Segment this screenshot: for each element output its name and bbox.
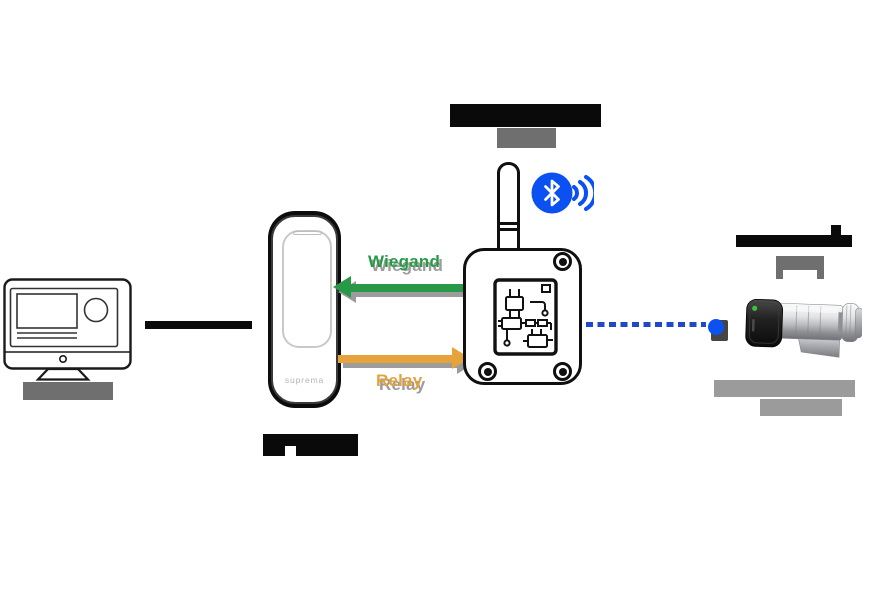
monitor-screen xyxy=(9,287,119,348)
arrow-shaft xyxy=(338,355,452,363)
lock-title-redacted xyxy=(736,235,852,247)
lock-caption-line1-redacted xyxy=(714,380,855,397)
screw-dot xyxy=(558,257,567,266)
wiegand-arrow xyxy=(333,276,463,299)
reader-led-slot xyxy=(293,231,322,235)
lock-caption-line2-redacted xyxy=(760,399,842,416)
barrel-grooves xyxy=(795,305,822,338)
suprema-logo: suprema xyxy=(284,375,325,385)
screw-icon-bottom-left xyxy=(478,362,497,381)
bluetooth-waves-icon xyxy=(572,175,594,211)
knob-end-cap xyxy=(854,307,862,339)
pcb-circuit-icon xyxy=(493,278,558,356)
screw-dot xyxy=(558,367,567,376)
pc-reader-cable xyxy=(145,321,252,329)
monitor-icon xyxy=(3,278,132,381)
card-reader-label-redacted xyxy=(263,434,358,456)
card-reader-body: suprema xyxy=(271,215,338,404)
monitor-stand xyxy=(35,367,91,381)
redaction-leg xyxy=(776,270,783,279)
endpoint-dot xyxy=(708,319,724,335)
module-subtitle-redacted xyxy=(497,128,556,148)
barrel-highlight xyxy=(780,306,839,314)
arrow-shaft xyxy=(349,284,463,292)
redaction-leg xyxy=(817,270,824,279)
module-title-redacted xyxy=(450,104,601,127)
antenna-icon xyxy=(497,162,520,254)
redaction-notch xyxy=(285,446,296,456)
screw-icon-bottom-right xyxy=(553,362,572,381)
ble-connection-line xyxy=(586,322,706,327)
screw-icon-top-right xyxy=(553,252,572,271)
bluetooth-icon xyxy=(531,172,594,214)
relay-label: Relay xyxy=(376,371,423,390)
screen-window-rect xyxy=(16,293,78,329)
wiegand-label: Wiegand xyxy=(368,252,441,271)
reader-touch-area xyxy=(282,230,332,348)
monitor-frame xyxy=(3,278,132,370)
relay-arrow xyxy=(338,347,470,370)
cap-inner-edge xyxy=(748,302,780,344)
lock-black-cap xyxy=(745,299,784,348)
lock-cylinder-image xyxy=(745,299,862,358)
lock-title-tick-redacted xyxy=(831,225,841,235)
host-pc-label-redacted xyxy=(23,382,113,400)
knob-ridges xyxy=(845,304,852,341)
redaction-bar xyxy=(776,256,824,270)
lock-led-green xyxy=(752,305,758,311)
bluetooth-rune xyxy=(544,179,560,207)
screen-text-lines xyxy=(17,332,77,339)
arrow-head-left xyxy=(333,276,351,298)
cap-marking xyxy=(751,319,755,332)
monitor-button xyxy=(58,355,67,364)
screen-circle-widget xyxy=(83,297,109,323)
screw-dot xyxy=(483,367,492,376)
antenna-band xyxy=(497,222,520,231)
